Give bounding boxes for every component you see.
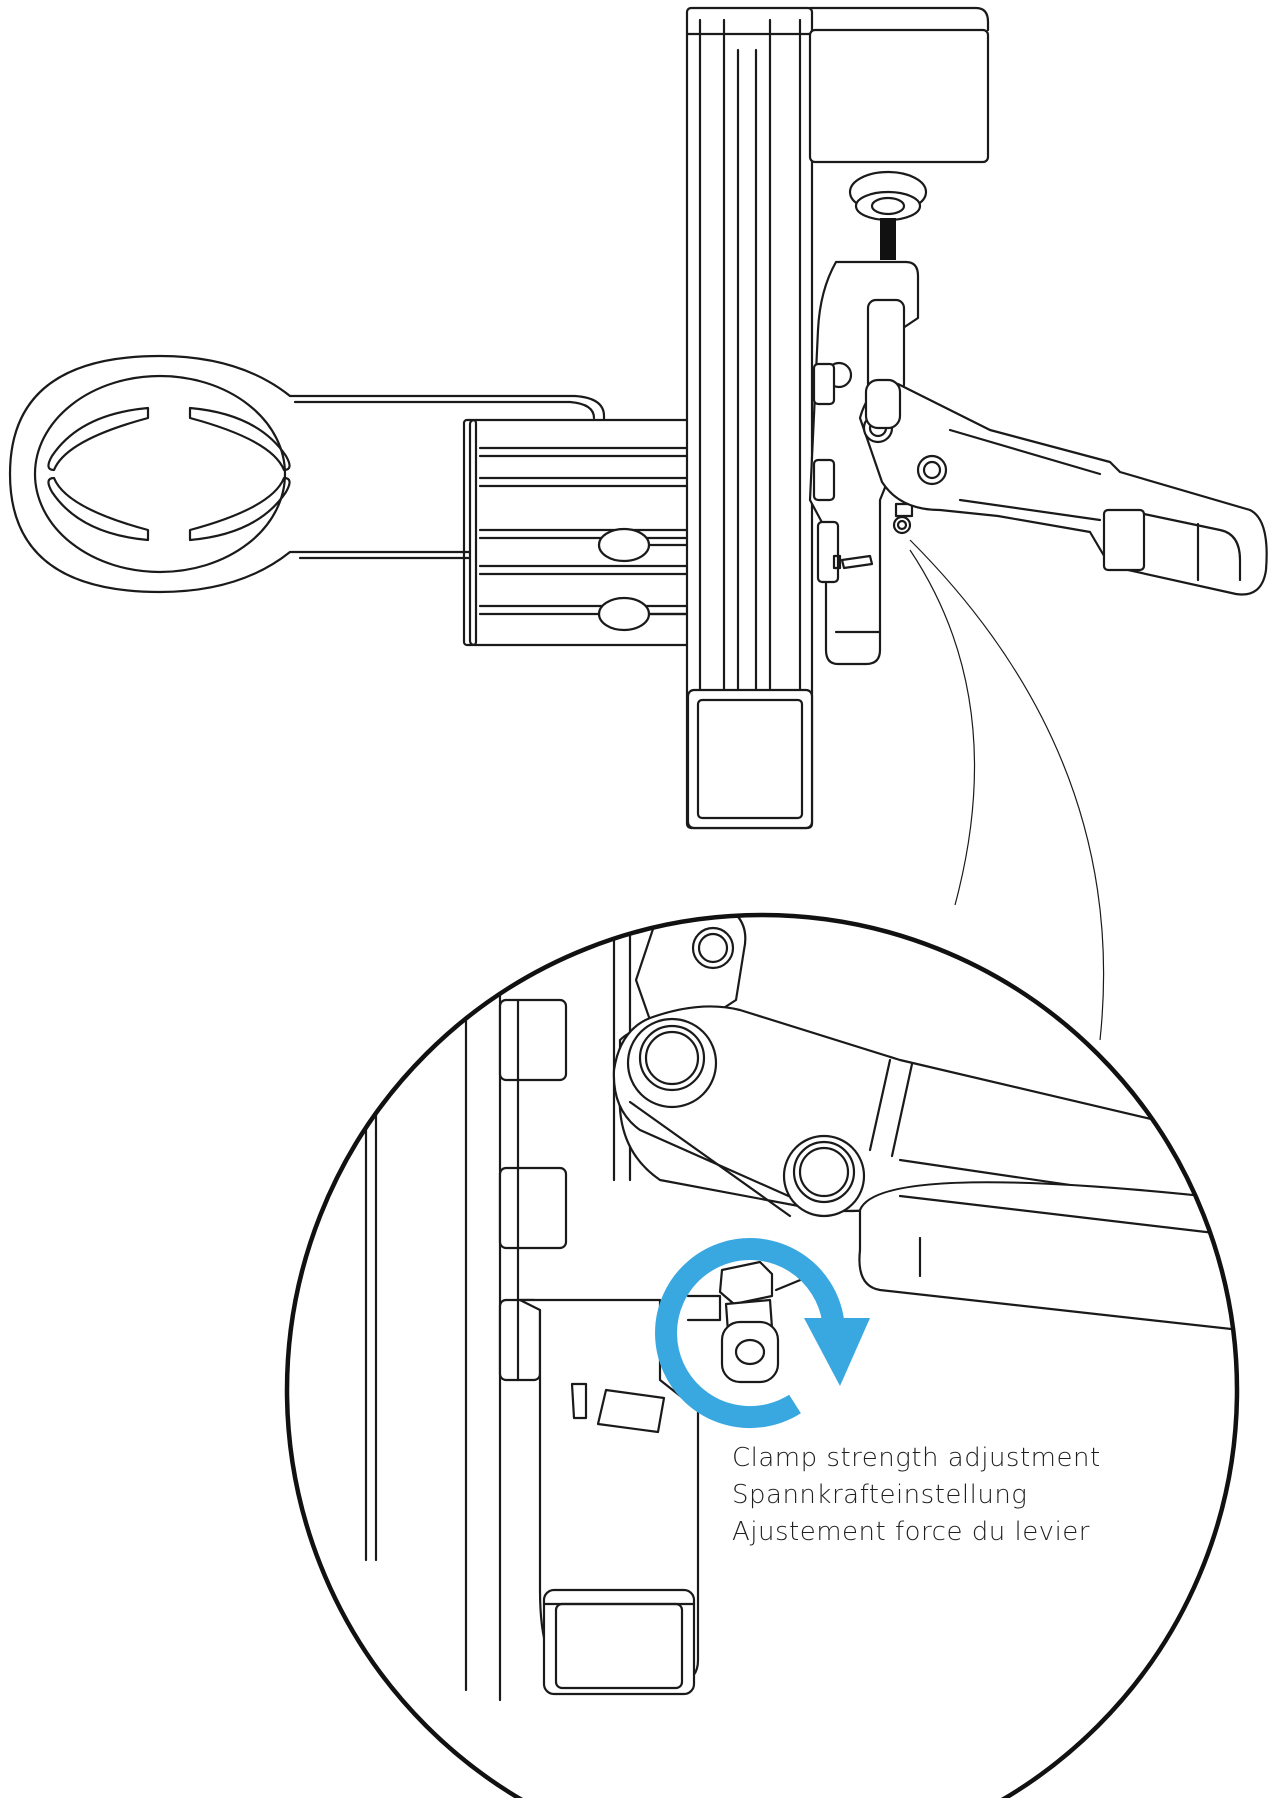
clamp-lever-handle (858, 378, 1268, 596)
detail-extrusion-rails (364, 915, 632, 1702)
detail-pivot-pins (626, 1017, 866, 1218)
horizontal-extrusion (462, 418, 694, 647)
callout-label-german: Spannkrafteinstellung (732, 1480, 1028, 1510)
magnified-detail (287, 915, 1237, 1798)
clamp-assembly-overview (8, 6, 1268, 1041)
detail-clamp-body (518, 1298, 700, 1696)
callout-label-french: Ajustement force du levier (732, 1517, 1090, 1547)
ring-holder (8, 354, 606, 594)
clockwise-rotation-arrow-icon (655, 1238, 870, 1429)
callout-leader-line-outer (909, 539, 1105, 1041)
toggle-clamp-body (808, 260, 920, 666)
adjustment-screw (686, 1260, 812, 1384)
clamp-pad (848, 170, 928, 260)
callout-leader-line-inner (909, 549, 976, 906)
vertical-extrusion (685, 6, 990, 830)
callout-label-english: Clamp strength adjustment (732, 1443, 1101, 1473)
detail-magnifier-circle (284, 912, 1240, 1798)
callout-labels: Clamp strength adjustment Spannkrafteins… (732, 1440, 1152, 1551)
